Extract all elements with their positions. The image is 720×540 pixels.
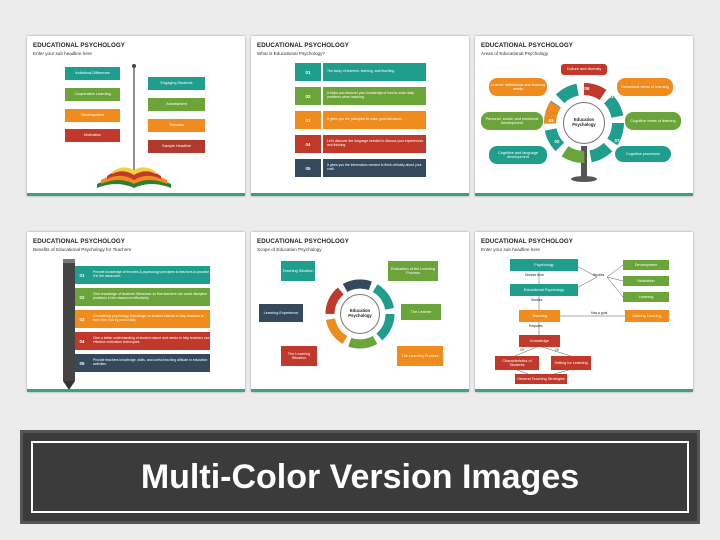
slide-subtitle: Scope of Education Psychology xyxy=(257,247,322,252)
node-development: Development xyxy=(623,260,669,270)
segment-number: 05 xyxy=(578,95,584,101)
right-tag-4: Sample Headline xyxy=(148,140,205,153)
book-stand-graphic xyxy=(97,64,171,188)
row-text: Give a better understanding of student n… xyxy=(89,332,210,350)
slide-subtitle: Enter your sub headline here xyxy=(481,247,540,252)
node-general-strategies: General Teaching Strategies xyxy=(515,374,567,384)
row-text: Considering psychology knowledge on stud… xyxy=(89,310,210,328)
scope-label-1: Teaching Situation xyxy=(281,261,315,281)
edge-label: Distinct from xyxy=(525,273,544,277)
row-number: 01 xyxy=(295,63,321,81)
left-tag-3: Development xyxy=(65,109,120,122)
banner-title: Multi-Color Version Images xyxy=(140,457,580,496)
slide-thumbnail-6[interactable]: EDUCATIONAL PSYCHOLOGY Enter your sub he… xyxy=(475,232,693,392)
area-label-5: Cognitive and language development xyxy=(489,146,547,164)
pencil-graphic xyxy=(63,259,75,390)
scope-label-5: The Learning Situation xyxy=(281,346,317,366)
segment-number: 02 xyxy=(554,138,560,144)
cycle-ring-graphic xyxy=(325,279,395,349)
slide-title: EDUCATIONAL PSYCHOLOGY xyxy=(257,42,350,49)
tree-ring-graphic xyxy=(544,83,624,182)
row-number: 05 xyxy=(295,159,321,177)
node-educational-psychology: Educational Psychology xyxy=(510,284,578,296)
row-number: 01 xyxy=(75,266,89,284)
edge-label: Of xyxy=(555,348,559,352)
segment-number: 07 xyxy=(614,137,620,143)
area-label-6: Personal, social, and emotional developm… xyxy=(481,112,543,130)
row-number: 05 xyxy=(75,354,89,372)
slide-title: EDUCATIONAL PSYCHOLOGY xyxy=(33,42,126,49)
slide-thumbnail-2[interactable]: EDUCATIONAL PSYCHOLOGY What is Education… xyxy=(251,36,469,196)
row-number: 04 xyxy=(75,332,89,350)
scope-label-6: Learning Experience xyxy=(259,304,303,322)
segment-number: 01 xyxy=(608,93,614,99)
node-utilizing-learning: Utilizing Learning xyxy=(625,310,669,322)
node-motivation: Motivation xyxy=(623,276,669,286)
version-banner: Multi-Color Version Images xyxy=(20,430,700,524)
edge-label: Requires xyxy=(529,324,543,328)
slide-subtitle: What is Educational Psychology? xyxy=(257,51,325,56)
left-tag-2: Cooperative Learning xyxy=(65,88,120,101)
row-text: Give knowledge of students' Behaviour so… xyxy=(89,288,210,306)
right-tag-2: Assessment xyxy=(148,98,205,111)
node-setting: Setting for Learning xyxy=(551,356,591,370)
banner-frame: Multi-Color Version Images xyxy=(31,441,689,513)
row-number: 02 xyxy=(75,288,89,306)
row-text: Let's discover the language needed to di… xyxy=(323,135,426,153)
left-tag-4: Motivation xyxy=(65,129,120,142)
scope-label-3: The Learner xyxy=(401,304,441,320)
slide-title: EDUCATIONAL PSYCHOLOGY xyxy=(481,238,574,245)
row-text: The study of learners, learning, and tea… xyxy=(323,63,426,81)
area-label-7: Learner differences and learning needs xyxy=(489,78,547,96)
row-number: 03 xyxy=(295,111,321,129)
edge-label: Studies xyxy=(593,273,605,277)
edge-label: Studies xyxy=(531,298,543,302)
row-text: It gives you the information needed to t… xyxy=(323,159,426,177)
slide-title: EDUCATIONAL PSYCHOLOGY xyxy=(257,238,350,245)
edge-label: Of xyxy=(520,348,524,352)
row-number: 02 xyxy=(295,87,321,105)
slide-thumbnail-4[interactable]: EDUCATIONAL PSYCHOLOGY Benefits of Educa… xyxy=(27,232,245,392)
node-psychology: Psychology xyxy=(510,259,578,271)
node-characteristics: Characteristics of Students xyxy=(495,356,539,370)
segment-number: 03 xyxy=(548,117,554,123)
slide-thumbnail-1[interactable]: EDUCATIONAL PSYCHOLOGY Enter your sub he… xyxy=(27,36,245,196)
node-teaching: Teaching xyxy=(519,310,560,322)
right-tag-1: Engaging Students xyxy=(148,77,205,90)
slide-subtitle: Benefits of Educational Psychology for T… xyxy=(33,247,132,252)
area-label-2: Behavioral views of learning xyxy=(617,78,673,96)
area-label-1: Culture and diversity xyxy=(561,64,607,75)
center-circle: Education Psychology xyxy=(563,102,605,144)
edge-label: Has a goal xyxy=(591,311,608,315)
slide-thumbnail-5[interactable]: EDUCATIONAL PSYCHOLOGY Scope of Educatio… xyxy=(251,232,469,392)
segment-number: 06 xyxy=(584,85,590,91)
row-text: Provide teachers knowledge, skills, and … xyxy=(89,354,210,372)
slide-title: EDUCATIONAL PSYCHOLOGY xyxy=(33,238,126,245)
slide-thumbnail-3[interactable]: EDUCATIONAL PSYCHOLOGY Areas of Educatio… xyxy=(475,36,693,196)
left-tag-1: Individual Difference xyxy=(65,67,120,80)
center-circle: Education Psychology xyxy=(340,294,380,334)
slide-subtitle: Areas of Educational Psychology xyxy=(481,51,549,56)
node-learning: Learning xyxy=(623,292,669,302)
row-text: It gives you the principles to make good… xyxy=(323,111,426,129)
row-number: 04 xyxy=(295,135,321,153)
row-text: Provide knowledge of theories & psycholo… xyxy=(89,266,210,284)
row-number: 03 xyxy=(75,310,89,328)
slide-title: EDUCATIONAL PSYCHOLOGY xyxy=(481,42,574,49)
area-label-3: Cognitive views of learning xyxy=(625,112,681,130)
row-text: It helps you discover your knowledge of … xyxy=(323,87,426,105)
slide-subtitle: Enter your sub headline here xyxy=(33,51,92,56)
right-tag-3: Theories xyxy=(148,119,205,132)
scope-label-4: The Learning Process xyxy=(397,346,443,366)
segment-number: 04 xyxy=(554,96,560,102)
segment-number: 08 xyxy=(617,116,623,122)
area-label-4: Cognitive processes xyxy=(615,146,671,162)
scope-label-2: Evaluation of the Learning Process xyxy=(388,261,438,281)
node-knowledge: Knowledge xyxy=(519,335,560,347)
